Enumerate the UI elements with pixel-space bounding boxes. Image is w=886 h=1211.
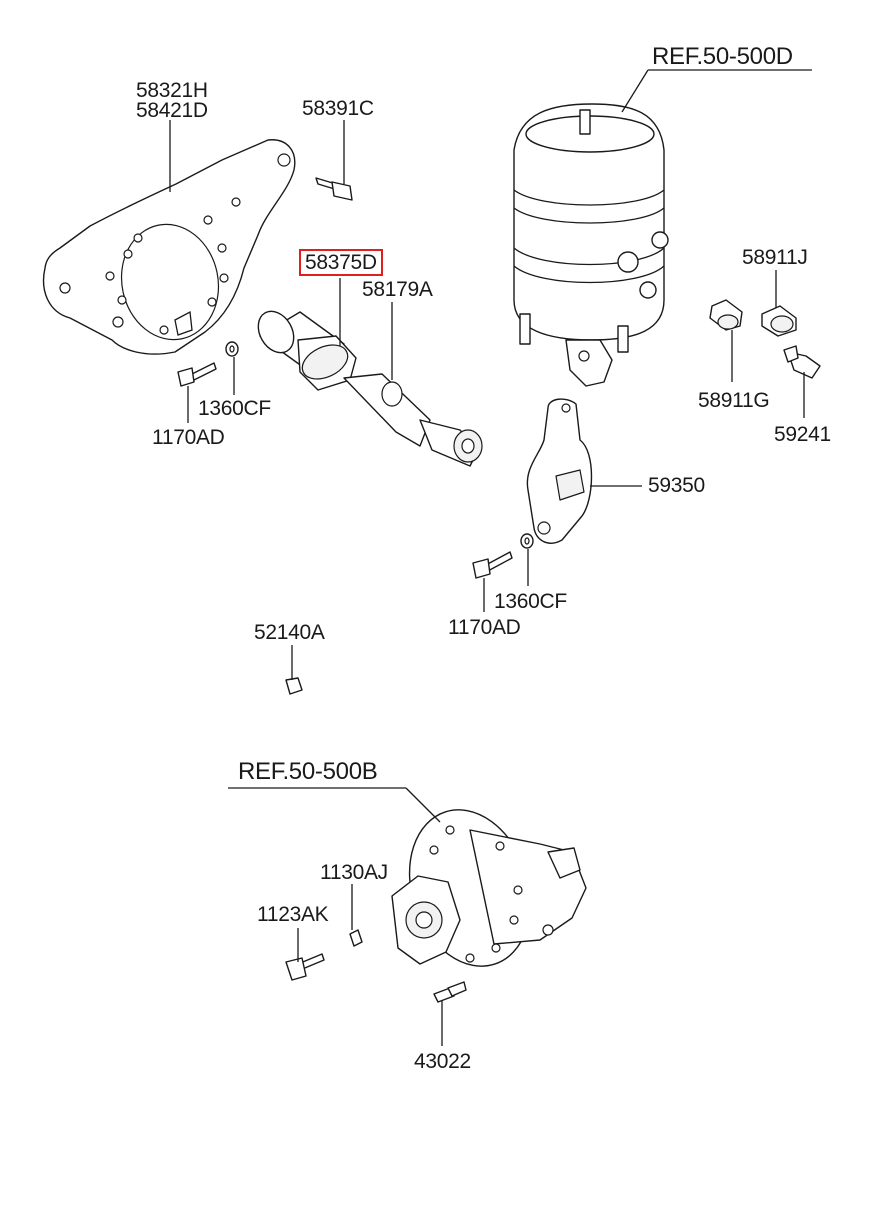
label-1170ad-right[interactable]: 1170AD (448, 616, 521, 639)
brake-chamber-bracket[interactable] (42, 139, 296, 355)
label-58391c[interactable]: 58391C (302, 97, 374, 120)
label-58179a[interactable]: 58179A (362, 278, 433, 301)
label-ref-50-500d[interactable]: REF.50-500D (652, 43, 793, 70)
bolt-1123AK[interactable] (285, 953, 325, 981)
bolt-1170AD-left[interactable] (177, 362, 217, 387)
camshaft-assembly[interactable] (251, 305, 483, 467)
slack-adjuster[interactable] (526, 398, 593, 544)
nut-1130AJ[interactable] (349, 929, 363, 947)
label-58911g[interactable]: 58911G (698, 389, 770, 412)
label-ref-50-500b[interactable]: REF.50-500B (238, 758, 378, 785)
label-43022[interactable]: 43022 (414, 1050, 471, 1073)
label-1170ad-left[interactable]: 1170AD (152, 426, 225, 449)
washer-1360CF-right[interactable] (520, 533, 534, 549)
plug-52140A[interactable] (285, 677, 303, 695)
label-1123ak[interactable]: 1123AK (257, 903, 329, 926)
label-59241[interactable]: 59241 (774, 423, 831, 446)
leader-lines (169, 69, 812, 1046)
label-1360cf-left[interactable]: 1360CF (198, 397, 271, 420)
fitting-59241[interactable] (783, 345, 821, 379)
label-58421d[interactable]: 58421D (136, 99, 208, 122)
label-59350[interactable]: 59350 (648, 474, 705, 497)
label-58321h[interactable]: 58321H (136, 79, 208, 102)
label-1360cf-right[interactable]: 1360CF (494, 590, 567, 613)
label-58375d-highlighted[interactable]: 58375D (299, 249, 383, 276)
washer-1360CF-left[interactable] (225, 341, 239, 357)
fitting-58911G[interactable] (709, 299, 743, 331)
fitting-58911J[interactable] (761, 305, 797, 337)
label-1130aj[interactable]: 1130AJ (320, 861, 388, 884)
label-58911j[interactable]: 58911J (742, 246, 808, 269)
brake-chamber[interactable] (513, 103, 669, 387)
bolt-43022[interactable] (433, 981, 467, 1003)
label-52140a[interactable]: 52140A (254, 621, 325, 644)
differential-carrier[interactable] (390, 794, 587, 982)
bolt-58391C[interactable] (315, 177, 353, 201)
bolt-1170AD-right[interactable] (472, 551, 513, 579)
